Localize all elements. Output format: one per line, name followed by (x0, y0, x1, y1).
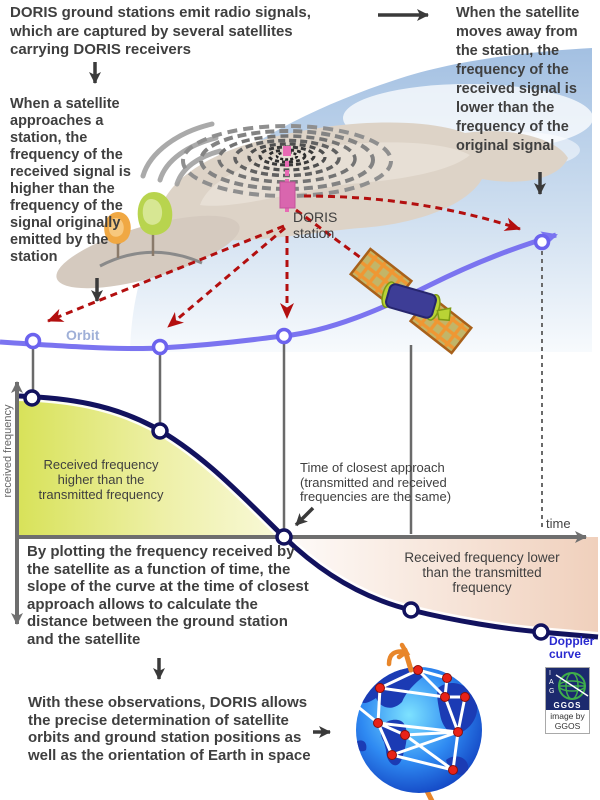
signal-arrow-2 (167, 226, 286, 329)
doris-station (279, 146, 296, 212)
x-axis-label: time (546, 516, 571, 531)
tree-green (137, 192, 173, 256)
conclusion-text: With these observations, DORIS allows th… (28, 694, 311, 764)
tree-orange (104, 212, 131, 258)
station-body (279, 181, 296, 209)
signal-arrows (47, 194, 521, 329)
y-axis-label: received frequency (2, 404, 14, 498)
wave-arcs (140, 121, 223, 187)
signal-arrow-4 (295, 208, 400, 288)
station-network (355, 668, 467, 772)
ggos-caption: image by GGOS (550, 711, 585, 731)
closest-approach-pointer (294, 506, 315, 527)
orbit-nodes (24, 233, 551, 356)
satellite-body (385, 283, 437, 319)
hill (56, 215, 240, 289)
ground-arc (99, 250, 203, 268)
orbit-label: Orbit (66, 327, 100, 343)
curve-nodes (23, 389, 550, 641)
signal-arrow-5 (303, 194, 521, 231)
network-nodes (373, 665, 470, 775)
ggos-logo: I A G GGOS (546, 668, 589, 710)
station-label: DORIS station (293, 209, 338, 241)
earth-axis-bottom (424, 788, 435, 800)
satellite (348, 247, 474, 355)
ggos-credit: I A G GGOS image by GGOS (545, 667, 590, 734)
flow-arrows (89, 9, 546, 738)
satellite-horn (436, 307, 452, 322)
station-antenna-tip (283, 146, 291, 156)
closest-approach-note: Time of closest approach (transmitted an… (300, 460, 452, 504)
doppler-curve-label: Doppler curve (549, 634, 595, 661)
plotting-note: By plotting the frequency received by th… (27, 543, 309, 648)
lower-frequency-area (284, 537, 598, 637)
earth-globe (355, 642, 482, 800)
higher-frequency-note: Received frequency higher than the trans… (38, 457, 164, 502)
intro-text: DORIS ground stations emit radio signals… (10, 4, 311, 58)
lower-frequency-note: Received frequency lower than the transm… (404, 550, 560, 595)
approach-text: When a satellite approaches a station, t… (10, 96, 131, 265)
signal-arrow-1 (47, 224, 285, 323)
ggos-iag-letters: I A G (549, 670, 555, 695)
ggos-globe-icon (555, 672, 589, 700)
ggos-wordmark: GGOS (553, 701, 582, 710)
earth-rotation-arrow (386, 642, 411, 667)
plotting-note-backdrop (57, 560, 248, 618)
higher-frequency-area (19, 396, 284, 537)
move-away-text: When the satellite moves away from the s… (456, 5, 580, 154)
